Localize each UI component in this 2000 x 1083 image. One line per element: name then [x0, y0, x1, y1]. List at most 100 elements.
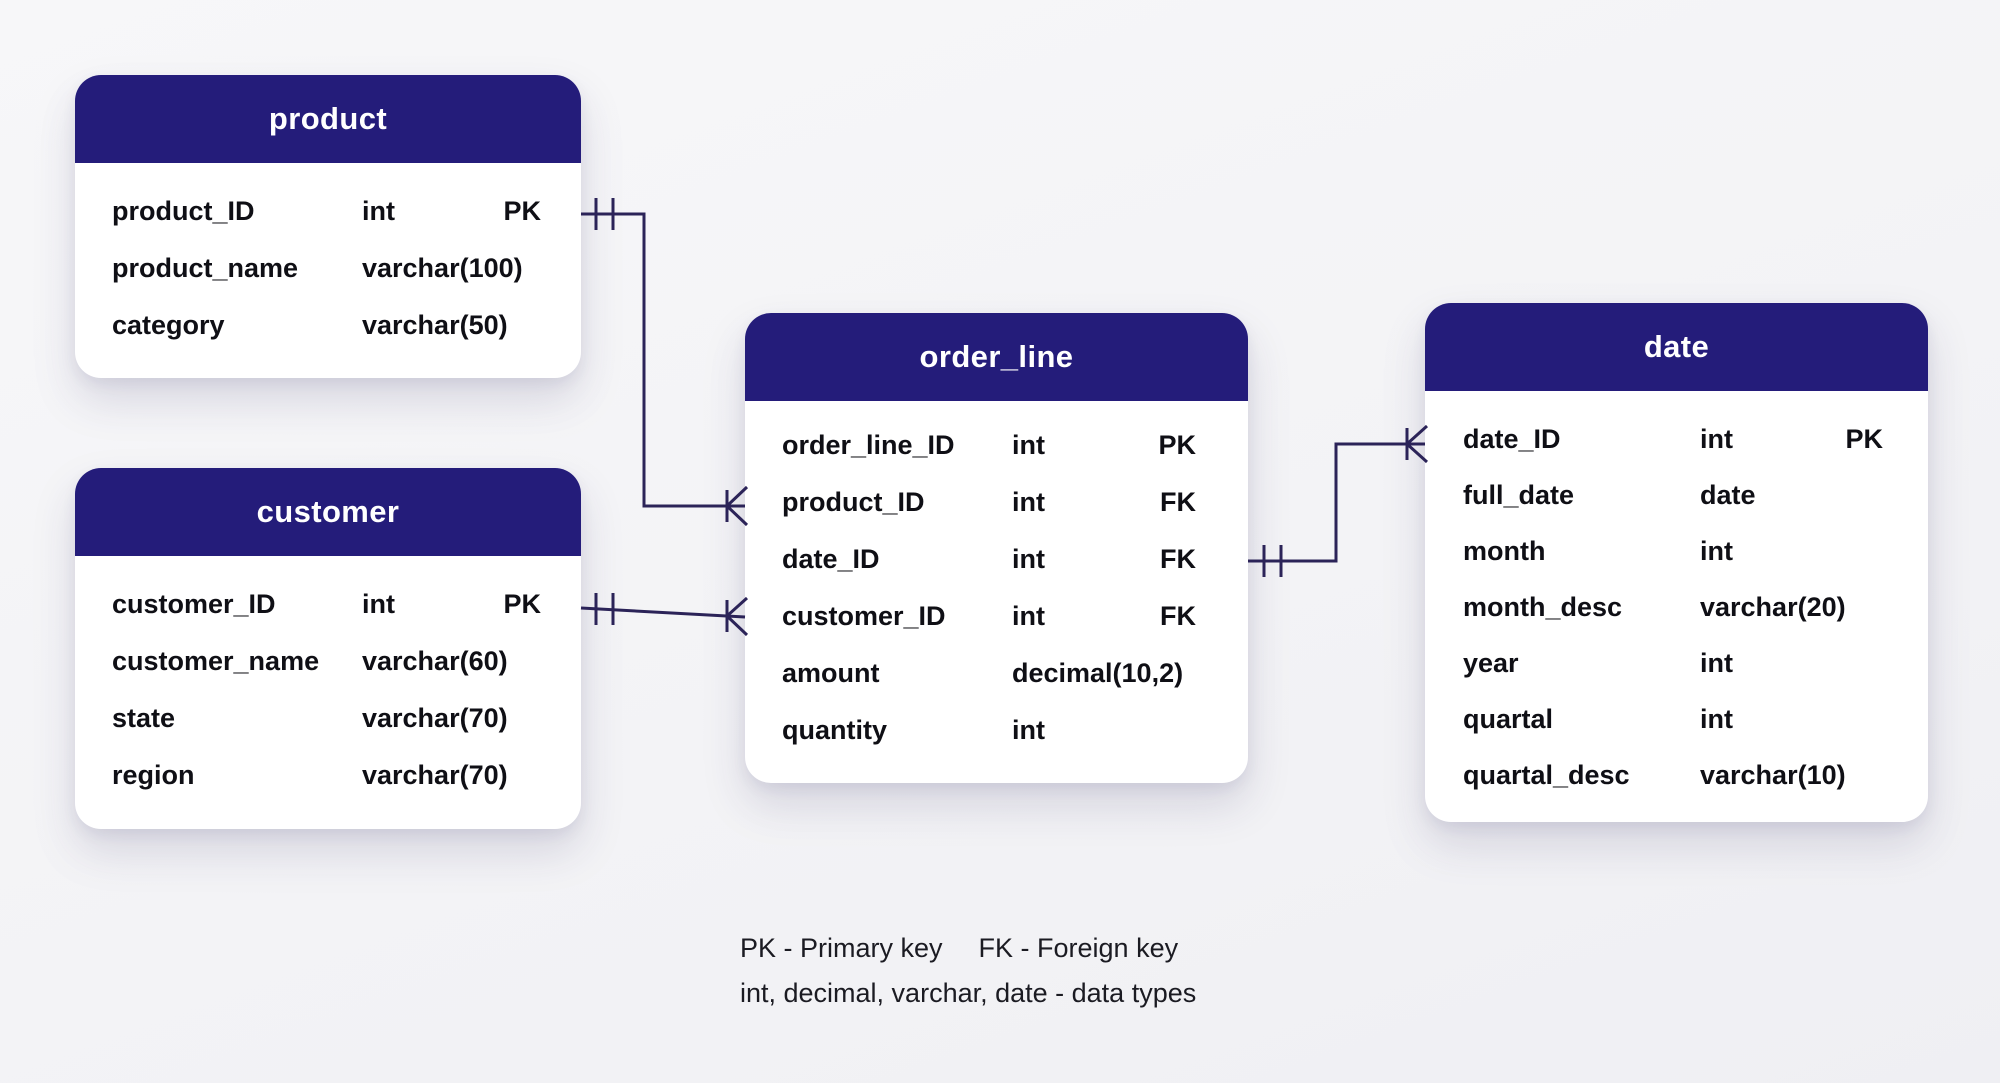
table-row: category varchar(50) [75, 297, 581, 354]
column-type: varchar(50) [362, 310, 508, 340]
column-type: int [1700, 647, 1733, 678]
column-key: FK [1160, 487, 1196, 517]
connector-line [581, 212, 745, 508]
connector-line [580, 606, 746, 619]
column-name: product_ID [782, 487, 925, 517]
column-type: int [1012, 487, 1045, 517]
table-row: order_line_ID int PK [745, 417, 1248, 474]
table-row: customer_name varchar(60) [75, 633, 581, 690]
column-name: region [112, 760, 195, 790]
column-type: varchar(60) [362, 646, 508, 676]
column-type: varchar(20) [1700, 591, 1846, 622]
table-body-product: product_ID int PK product_name varchar(100) c… [75, 163, 581, 354]
table-title: order_line [919, 339, 1074, 374]
table-row: state varchar(70) [75, 690, 581, 747]
column-type: varchar(100) [362, 253, 523, 283]
table-header-product: product [75, 75, 581, 163]
column-name: quartal_desc [1463, 759, 1630, 790]
table-title: date [1643, 329, 1710, 364]
relationship-product-to-order-line [581, 198, 749, 527]
table-title: product [268, 101, 388, 136]
one-cardinality-icon [594, 593, 615, 625]
table-row: customer_ID int PK [75, 576, 581, 633]
column-key: FK [1160, 601, 1196, 631]
table-row: quantity int [745, 702, 1248, 759]
column-name: full_date [1463, 479, 1575, 510]
column-type: int [1012, 544, 1045, 574]
table-row: amount decimal(10,2) [745, 645, 1248, 702]
column-name: order_line_ID [782, 430, 955, 460]
table-row: quartal_desc varchar(10) [1425, 747, 1928, 803]
table-header-date: date [1425, 303, 1928, 391]
table-row: month_desc varchar(20) [1425, 579, 1928, 635]
column-name: customer_ID [782, 601, 946, 631]
column-key: PK [503, 589, 541, 619]
column-name: category [112, 310, 225, 340]
table-header-order-line: order_line [745, 313, 1248, 401]
column-type: varchar(70) [362, 703, 508, 733]
column-type: varchar(70) [362, 760, 508, 790]
column-type: int [1012, 430, 1045, 460]
table-row: product_ID int PK [75, 183, 581, 240]
table-row: quartal int [1425, 691, 1928, 747]
one-cardinality-icon [1262, 545, 1283, 577]
column-name: month [1463, 535, 1546, 566]
relationship-order-line-to-date [1248, 424, 1429, 577]
column-name: date_ID [782, 544, 880, 574]
column-type: int [1700, 423, 1733, 454]
table-row: full_date date [1425, 467, 1928, 523]
column-type: decimal(10,2) [1012, 658, 1184, 688]
column-type: int [362, 589, 395, 619]
one-cardinality-icon [594, 198, 615, 230]
legend: PK - Primary key FK - Foreign key int, d… [740, 926, 1196, 1016]
column-name: year [1463, 647, 1519, 678]
relationship-customer-to-order-line [580, 593, 749, 637]
column-type: int [1012, 715, 1045, 745]
table-row: date_ID int PK [1425, 411, 1928, 467]
column-type: int [1700, 535, 1733, 566]
column-type: date [1700, 479, 1756, 510]
column-name: quartal [1463, 703, 1554, 734]
legend-keys-line: PK - Primary key FK - Foreign key [740, 926, 1196, 971]
column-name: customer_ID [112, 589, 276, 619]
many-cardinality-icon [1405, 424, 1429, 464]
column-type: int [362, 196, 395, 226]
column-name: product_name [112, 253, 299, 283]
column-key: PK [503, 196, 541, 226]
legend-pk-entry: PK - Primary key [740, 933, 943, 963]
table-row: product_ID int FK [745, 474, 1248, 531]
table-body-customer: customer_ID int PK customer_name varchar(60)… [75, 556, 581, 804]
table-row: year int [1425, 635, 1928, 691]
column-type: varchar(10) [1700, 759, 1846, 790]
column-name: month_desc [1463, 591, 1623, 622]
table-title: customer [256, 494, 400, 529]
legend-fk-entry: FK - Foreign key [978, 933, 1179, 963]
table-row: product_name varchar(100) [75, 240, 581, 297]
table-row: month int [1425, 523, 1928, 579]
column-name: date_ID [1463, 423, 1561, 454]
column-name: customer_name [112, 646, 320, 676]
legend-datatypes-entry: int, decimal, varchar, date - data types [740, 978, 1197, 1008]
column-type: int [1700, 703, 1733, 734]
column-type: int [1012, 601, 1045, 631]
legend-datatypes-line: int, decimal, varchar, date - data types [740, 971, 1196, 1016]
many-cardinality-icon [725, 485, 749, 527]
column-name: amount [782, 658, 880, 688]
table-header-customer: customer [75, 468, 581, 556]
table-row: region varchar(70) [75, 747, 581, 804]
column-name: quantity [782, 715, 887, 745]
column-name: state [112, 703, 176, 733]
column-key: PK [1158, 430, 1196, 460]
column-key: PK [1845, 423, 1883, 454]
many-cardinality-icon [725, 596, 749, 637]
column-name: product_ID [112, 196, 255, 226]
connector-line [1248, 442, 1425, 563]
table-row: customer_ID int FK [745, 588, 1248, 645]
